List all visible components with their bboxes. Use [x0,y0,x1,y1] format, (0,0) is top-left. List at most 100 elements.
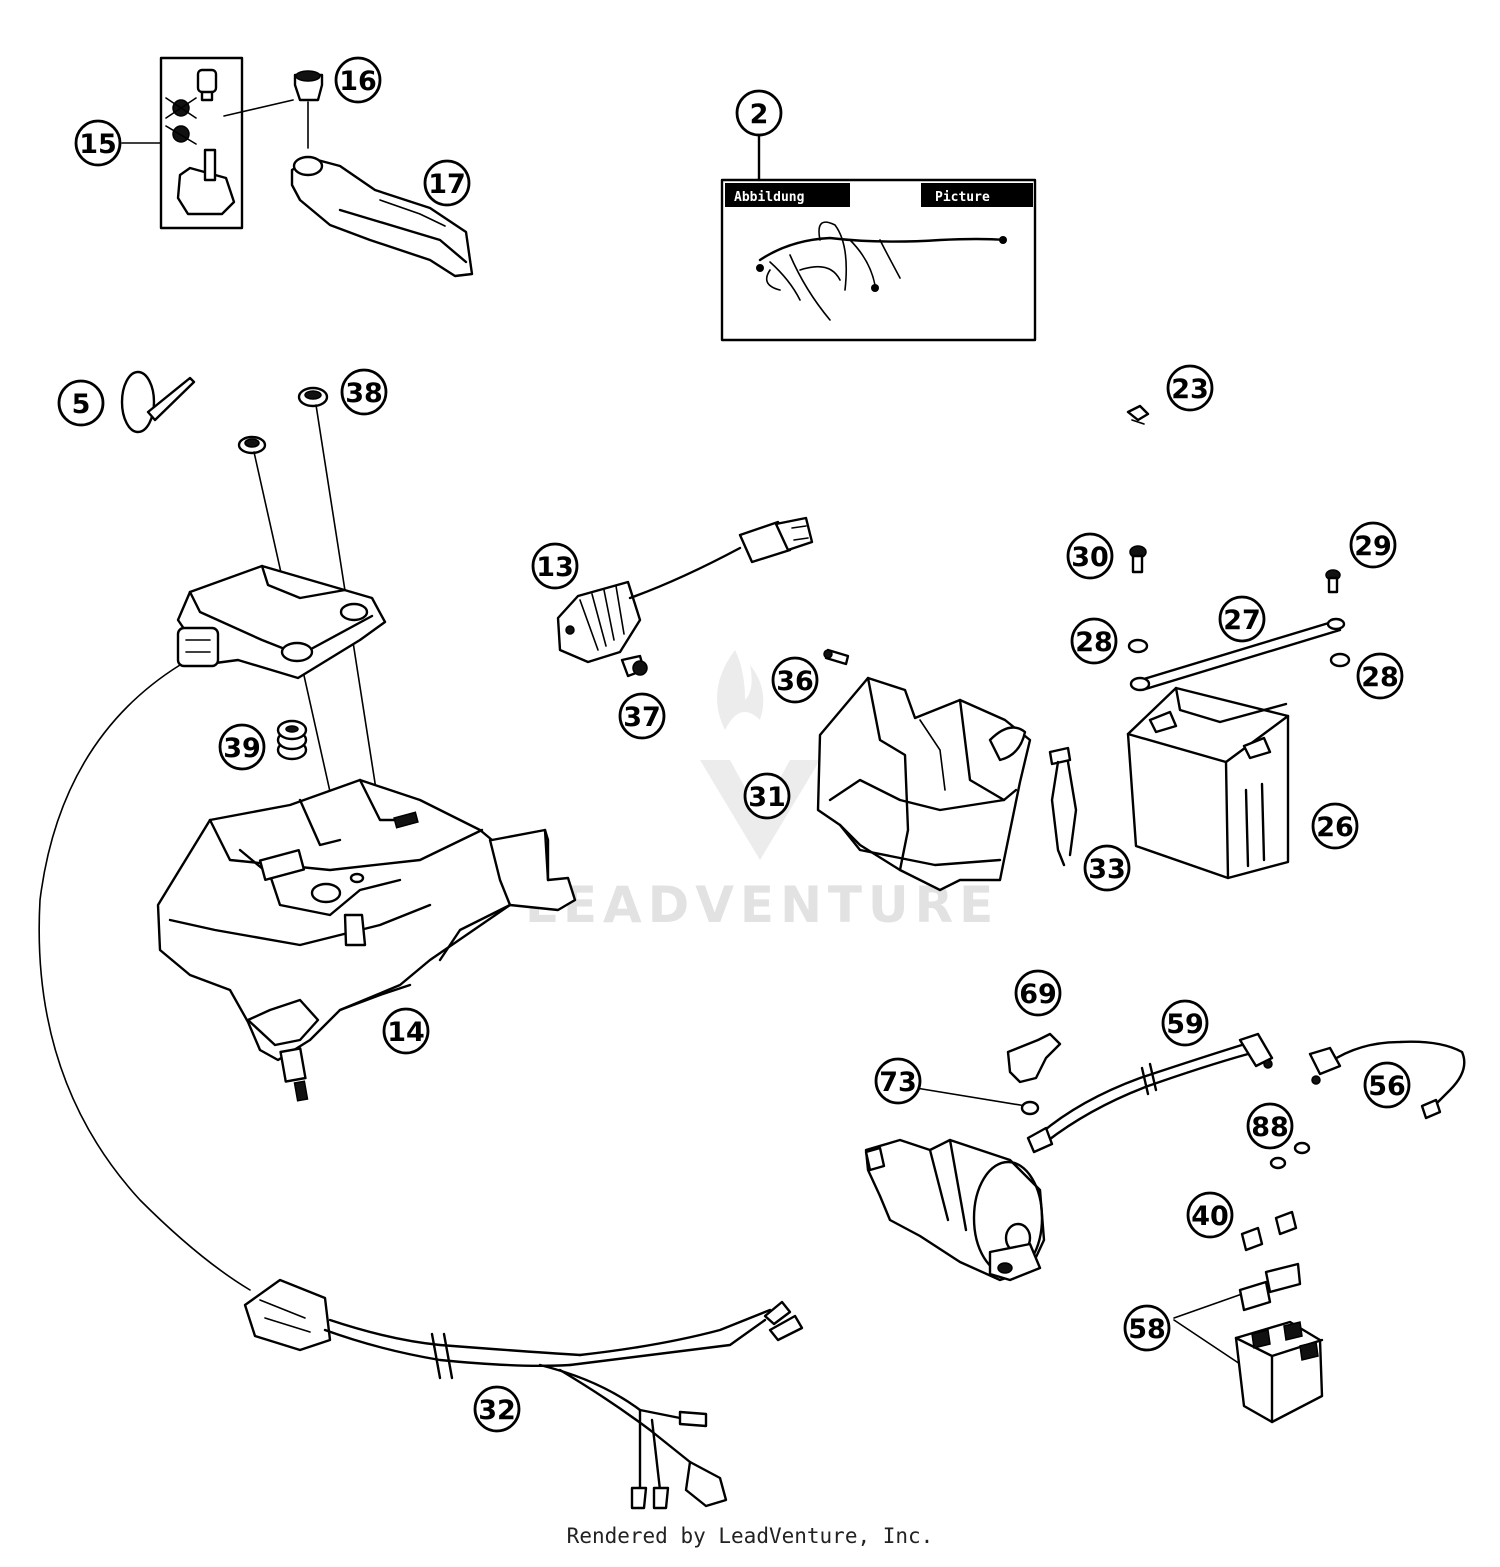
callout-number: 58 [1128,1314,1166,1345]
part-69-terminal-cap [1006,1032,1062,1084]
callout-88: 88 [1246,1102,1294,1150]
callout-circle [218,723,266,771]
callout-number: 33 [1088,854,1126,885]
part-16-nut [293,70,324,149]
callout-circle [1186,1191,1234,1239]
callout-15: 15 [74,119,122,167]
callout-circle [531,542,579,590]
callout-number: 29 [1354,531,1392,562]
callout-56: 56 [1363,1061,1411,1109]
callout-circle [1311,802,1359,850]
callout-circle [382,1007,430,1055]
callout-circle [1083,844,1131,892]
callout-circle [1218,595,1266,643]
part-56-ground-cable [1308,1040,1466,1120]
callout-37: 37 [618,692,666,740]
callout-circle [334,56,382,104]
callout-circle [74,119,122,167]
callout-number: 59 [1166,1009,1204,1040]
callout-29: 29 [1349,521,1397,569]
callout-circle [735,89,783,137]
callout-33: 33 [1083,844,1131,892]
callout-40: 40 [1186,1191,1234,1239]
callout-number: 37 [623,702,661,733]
callout-27: 27 [1218,595,1266,643]
part-17-steering-bracket [290,155,474,278]
part-31-battery-box [816,676,1032,892]
callout-30: 30 [1066,532,1114,580]
callout-2: 2 [735,89,783,137]
part-40-fuses [1240,1210,1298,1252]
callout-number: 5 [72,389,91,420]
part-29-bolt [1325,569,1341,594]
callout-circle [423,159,471,207]
callout-circle [1161,999,1209,1047]
callout-circle [1014,969,1062,1017]
part-33-strap [1048,746,1078,867]
part-88-nuts [1269,1141,1311,1170]
callout-number: 32 [478,1395,516,1426]
callout-number: 40 [1191,1201,1229,1232]
manual-label-right: Picture [935,190,990,205]
callout-circle [1066,532,1114,580]
callout-number: 27 [1223,605,1261,636]
part-58-starter-relay [1173,1262,1324,1424]
callout-number: 69 [1019,979,1057,1010]
part-32-wiring-harness [38,664,804,1510]
callout-38: 38 [340,368,388,416]
callout-number: 28 [1361,662,1399,693]
callout-17: 17 [423,159,471,207]
callout-36: 36 [771,656,819,704]
callout-circle [1070,617,1118,665]
callout-14: 14 [382,1007,430,1055]
part-59-starter-cable [1026,1032,1274,1154]
part-73-nut [915,1087,1040,1116]
watermark: LEADVENTURE [525,650,993,934]
callout-number: 2 [750,99,769,130]
callout-number: 56 [1368,1071,1406,1102]
part-23-clip [1126,404,1150,425]
callout-number: 14 [387,1017,425,1048]
part-39-rubber-damper [276,719,308,761]
callout-circle [1356,652,1404,700]
callout-13: 13 [531,542,579,590]
callout-circle [874,1057,922,1105]
callout-circle [1123,1304,1171,1352]
callout-32: 32 [473,1385,521,1433]
callout-number: 88 [1251,1112,1289,1143]
callout-number: 17 [428,169,466,200]
callout-number: 16 [339,66,377,97]
callout-circle [473,1385,521,1433]
callout-circle [618,692,666,740]
part-5-cable-tie [120,370,196,434]
callout-circle [743,772,791,820]
part-14-electrics-holder [156,778,577,1102]
callout-circle [1166,364,1214,412]
callout-28: 28 [1070,617,1118,665]
part-36-screw [823,648,850,666]
callout-circle [1246,1102,1294,1150]
callout-number: 73 [879,1067,917,1098]
callout-number: 38 [345,378,383,409]
callout-59: 59 [1161,999,1209,1047]
callout-5: 5 [57,379,105,427]
part-28-nut-right [1329,652,1351,668]
part-2-wiring-diagram-manual: Abbildung Picture [720,134,1037,342]
part-13-voltage-regulator [556,516,814,664]
callout-number: 23 [1171,374,1209,405]
callout-number: 30 [1071,542,1109,573]
callout-number: 39 [223,733,261,764]
callout-58: 58 [1123,1304,1171,1352]
manual-label-left: Abbildung [734,190,804,205]
callout-26: 26 [1311,802,1359,850]
callout-circle [57,379,105,427]
part-37-bolt [620,654,648,678]
callout-28: 28 [1356,652,1404,700]
callout-number: 26 [1316,812,1354,843]
part-27-battery-cable [1129,617,1346,692]
footer-credit: Rendered by LeadVenture, Inc. [566,1524,934,1548]
cdi-unit [176,564,387,680]
callout-circle [340,368,388,416]
callout-number: 13 [536,552,574,583]
